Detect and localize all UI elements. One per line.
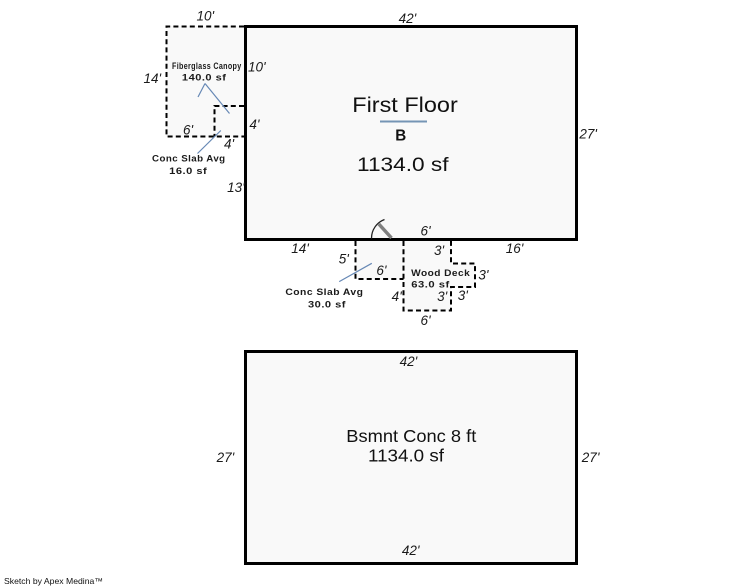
svg-text:3': 3' xyxy=(437,289,448,304)
svg-text:27': 27' xyxy=(216,450,235,465)
svg-text:14': 14' xyxy=(144,71,162,86)
svg-text:1134.0 sf: 1134.0 sf xyxy=(357,154,449,176)
svg-text:3': 3' xyxy=(478,267,489,282)
svg-text:10': 10' xyxy=(248,60,266,75)
svg-text:42': 42' xyxy=(400,354,418,369)
svg-text:Conc Slab Avg: Conc Slab Avg xyxy=(285,287,363,297)
svg-text:1134.0 sf: 1134.0 sf xyxy=(368,446,444,466)
svg-text:6': 6' xyxy=(376,263,387,278)
svg-text:Wood Deck: Wood Deck xyxy=(411,268,471,278)
svg-text:140.0 sf: 140.0 sf xyxy=(182,73,227,83)
svg-text:4': 4' xyxy=(392,289,403,304)
svg-text:10': 10' xyxy=(197,9,215,24)
svg-text:6': 6' xyxy=(183,122,194,137)
svg-text:14': 14' xyxy=(291,241,309,256)
svg-text:Conc Slab Avg: Conc Slab Avg xyxy=(152,154,226,164)
svg-text:4': 4' xyxy=(249,117,260,132)
svg-text:27': 27' xyxy=(581,450,600,465)
svg-text:27': 27' xyxy=(578,127,597,142)
svg-text:3': 3' xyxy=(458,288,469,303)
svg-text:Bsmnt Conc 8 ft: Bsmnt Conc 8 ft xyxy=(346,426,476,446)
svg-text:42': 42' xyxy=(399,11,417,26)
svg-text:42': 42' xyxy=(402,543,420,558)
svg-text:Fiberglass Canopy: Fiberglass Canopy xyxy=(172,61,242,71)
svg-text:3': 3' xyxy=(434,243,445,258)
svg-text:13': 13' xyxy=(227,180,245,195)
svg-text:30.0 sf: 30.0 sf xyxy=(308,300,347,310)
svg-text:4': 4' xyxy=(224,137,235,152)
svg-text:6': 6' xyxy=(420,224,431,239)
svg-text:6': 6' xyxy=(421,313,432,328)
svg-text:5': 5' xyxy=(339,251,350,266)
svg-text:16.0 sf: 16.0 sf xyxy=(169,166,208,176)
svg-text:Sketch by Apex Medina™: Sketch by Apex Medina™ xyxy=(4,576,103,586)
svg-text:First Floor: First Floor xyxy=(352,94,458,117)
svg-text:B: B xyxy=(395,127,406,144)
svg-text:16': 16' xyxy=(506,241,524,256)
svg-text:63.0 sf: 63.0 sf xyxy=(411,280,450,290)
